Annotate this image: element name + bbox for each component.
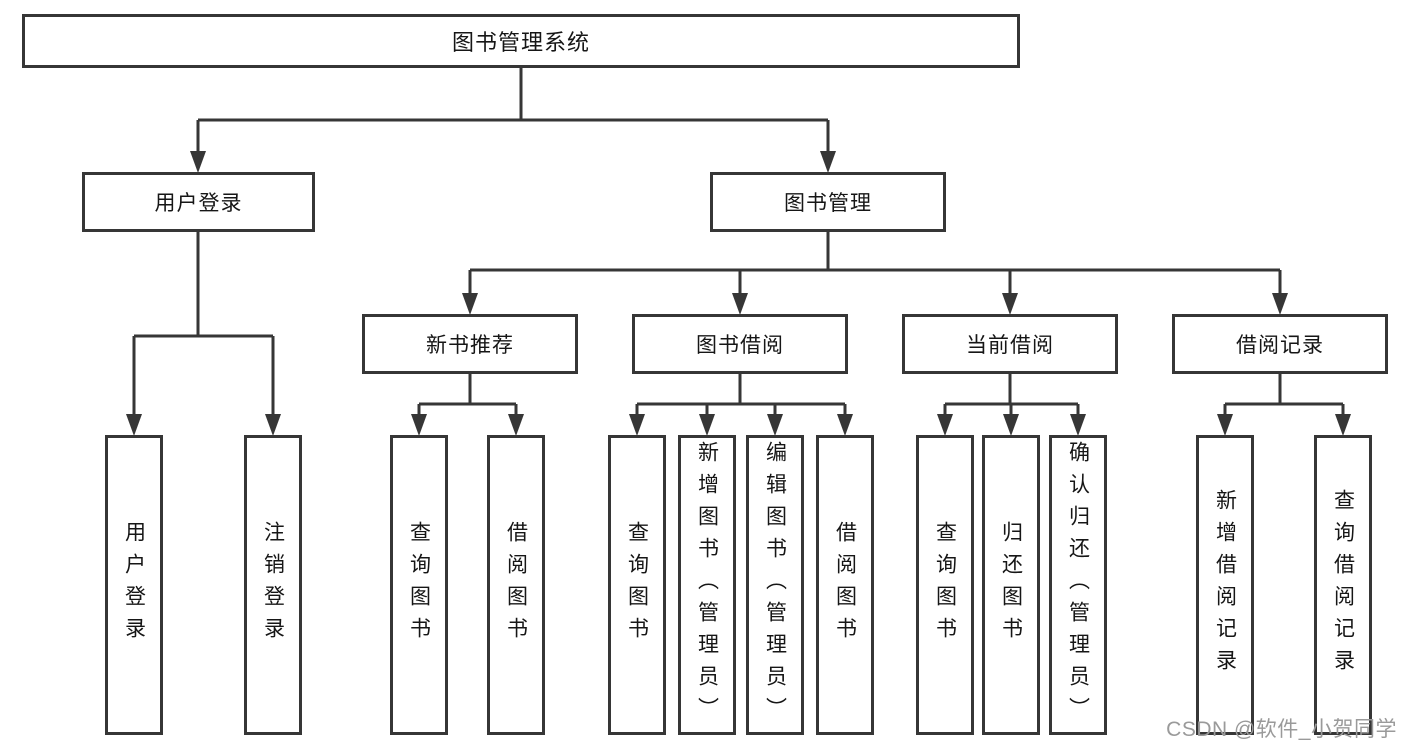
connector-bookborrow-to-leaves — [635, 374, 847, 421]
leaf-logout: 注销登录 — [244, 435, 302, 735]
leaf-add-books-admin: 新增图书（管理员） — [678, 435, 736, 735]
node-book-management: 图书管理 — [710, 172, 946, 232]
leaf-add-borrow-record: 新增借阅记录 — [1196, 435, 1254, 735]
arrowheads — [126, 151, 1351, 436]
connector-borrowrecords-to-leaves — [1223, 374, 1345, 421]
leaf-newbook-query-books: 查询图书 — [390, 435, 448, 735]
csdn-watermark: CSDN @软件_小贺同学 — [1166, 718, 1397, 741]
leaf-return-books: 归还图书 — [982, 435, 1040, 735]
node-book-borrow: 图书借阅 — [632, 314, 848, 374]
leaf-borrow-query-books: 查询图书 — [608, 435, 666, 735]
connector-newbook-to-leaves — [417, 374, 518, 421]
leaf-newbook-borrow-books: 借阅图书 — [487, 435, 545, 735]
leaf-confirm-return-admin: 确认归还（管理员） — [1049, 435, 1107, 735]
node-user-login: 用户登录 — [82, 172, 315, 232]
node-new-book-recommend: 新书推荐 — [362, 314, 578, 374]
node-root-system: 图书管理系统 — [22, 14, 1020, 68]
node-current-borrow: 当前借阅 — [902, 314, 1118, 374]
leaf-current-query-books: 查询图书 — [916, 435, 974, 735]
leaf-borrow-books: 借阅图书 — [816, 435, 874, 735]
connector-bookmgmt-to-level3 — [468, 232, 1282, 300]
connector-root-to-level2 — [196, 68, 830, 158]
leaf-query-borrow-record: 查询借阅记录 — [1314, 435, 1372, 735]
connector-userlogin-to-leaves — [132, 232, 275, 420]
leaf-edit-books-admin: 编辑图书（管理员） — [746, 435, 804, 735]
connector-currentborrow-to-leaves — [943, 374, 1080, 421]
node-borrow-records: 借阅记录 — [1172, 314, 1388, 374]
leaf-user-login: 用户登录 — [105, 435, 163, 735]
